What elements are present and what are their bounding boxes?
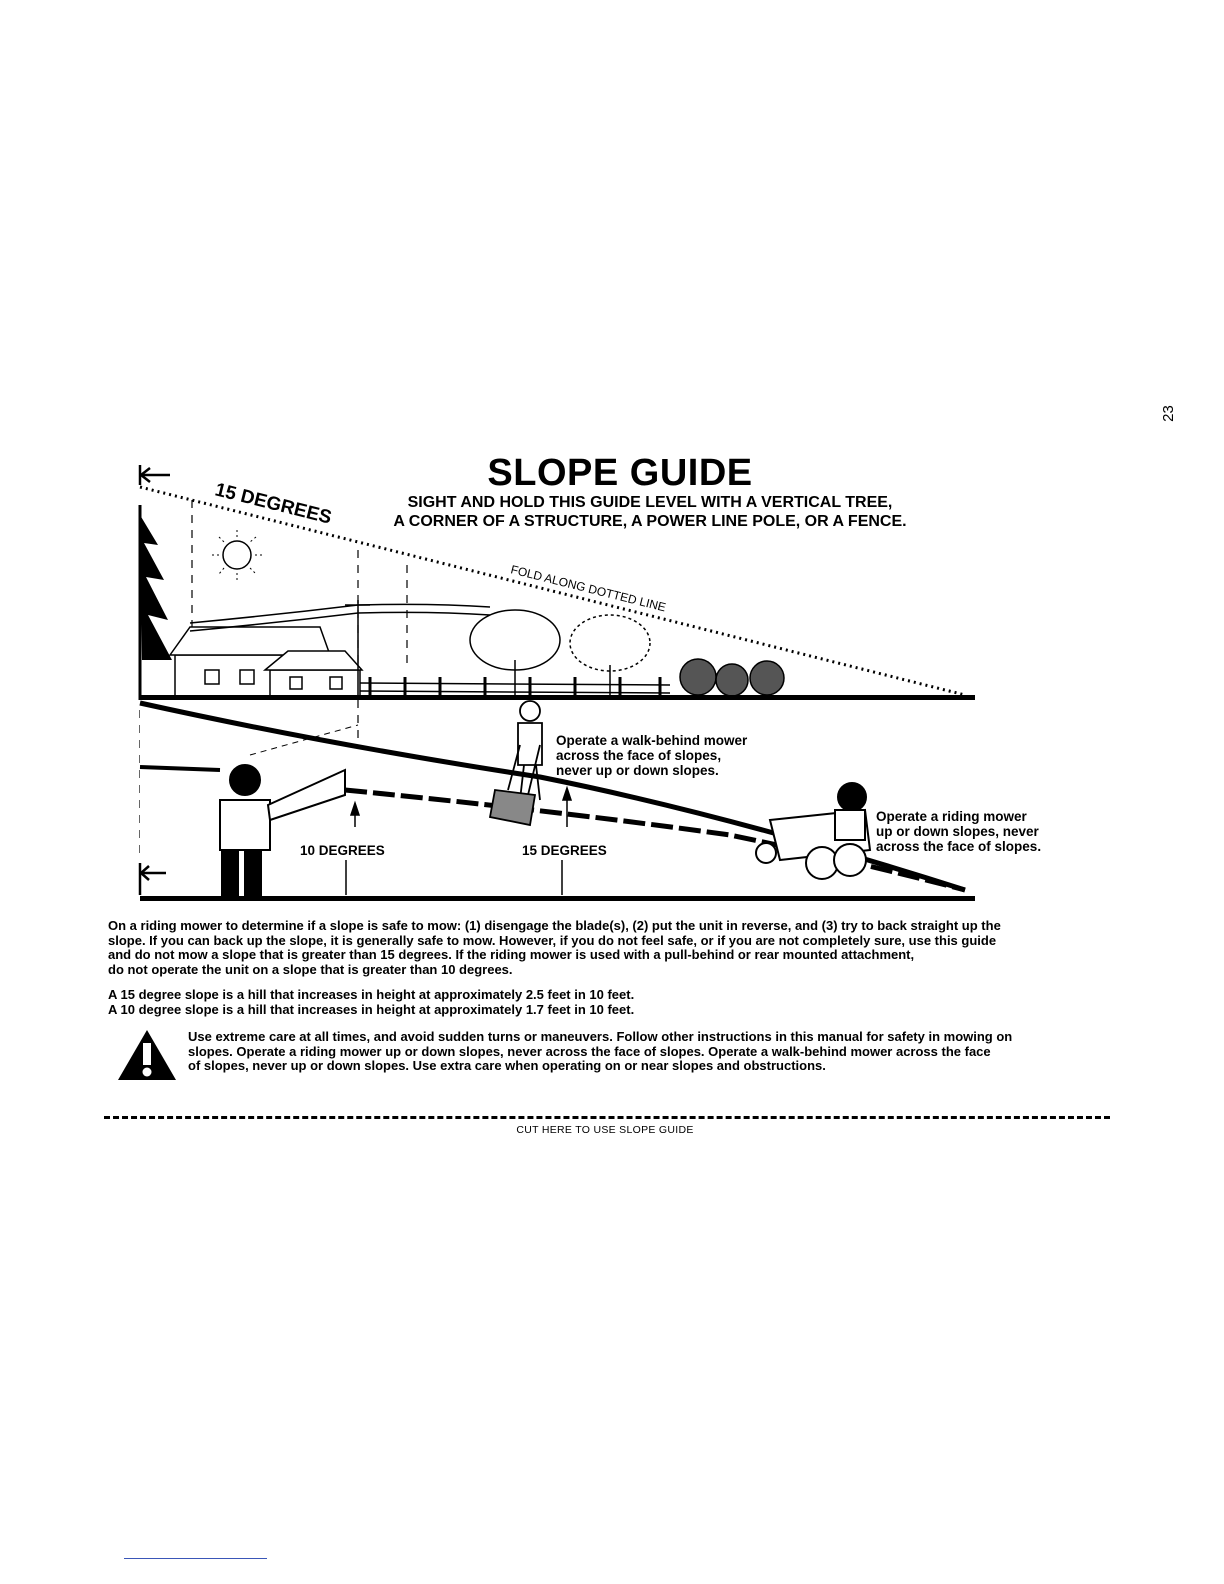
tree-icon <box>138 505 172 700</box>
degree-arrow-15 <box>561 785 573 895</box>
slope-illustration: 15 DEGREES FOLD ALONG DOTTED LINE <box>138 465 975 901</box>
paragraph-safety-check: On a riding mower to determine if a slop… <box>108 918 1118 977</box>
ground-top <box>140 695 975 700</box>
warning-icon <box>118 1030 176 1080</box>
text-line: Use extreme care at all times, and avoid… <box>188 1029 1013 1044</box>
warning-text: Use extreme care at all times, and avoid… <box>188 1029 1113 1074</box>
power-pole-icon <box>189 600 491 700</box>
text-line: A 10 degree slope is a hill that increas… <box>108 1001 635 1017</box>
walk-behind-note: Operate a walk-behind mower across the f… <box>556 733 786 778</box>
fold-dotted-line <box>139 485 966 697</box>
riding-mower-icon <box>755 782 872 880</box>
subtitle-line: SIGHT AND HOLD THIS GUIDE LEVEL WITH A V… <box>407 494 893 511</box>
trees-icon <box>469 609 785 697</box>
angle-label: 15 DEGREES <box>213 479 334 528</box>
text-line: and do not mow a slope that is greater t… <box>108 947 915 962</box>
text-line: of slopes, never up or down slopes. Use … <box>188 1058 826 1073</box>
paragraph-slope-definition: A 15 degree slope is a hill that increas… <box>108 987 1118 1017</box>
person-sighting-icon <box>219 724 359 899</box>
hill-15-degree-line <box>344 787 966 893</box>
label-15-degrees: 15 DEGREES <box>522 843 607 858</box>
text-line: On a riding mower to determine if a slop… <box>108 918 1001 933</box>
cut-label: CUT HERE TO USE SLOPE GUIDE <box>516 1124 694 1136</box>
subtitle-line: A CORNER OF A STRUCTURE, A POWER LINE PO… <box>393 513 907 530</box>
note-line: Operate a walk-behind mower <box>556 733 748 748</box>
riding-mower-note: Operate a riding mower up or down slopes… <box>876 809 1086 854</box>
footer-rule <box>124 1558 267 1559</box>
text-line: A 15 degree slope is a hill that increas… <box>108 987 635 1002</box>
note-line: Operate a riding mower <box>876 809 1027 824</box>
note-line: never up or down slopes. <box>556 763 719 778</box>
ground-bottom <box>140 896 975 901</box>
fold-label: FOLD ALONG DOTTED LINE <box>509 562 667 614</box>
house-icon <box>168 626 364 698</box>
page-number: 23 <box>1159 405 1177 422</box>
note-line: across the face of slopes, <box>556 748 722 763</box>
label-10-degrees: 10 DEGREES <box>300 843 385 858</box>
text-line: do not operate the unit on a slope that … <box>108 961 513 977</box>
degree-arrow-10 <box>345 800 361 895</box>
text-line: slope. If you can back up the slope, it … <box>108 932 997 948</box>
arrow-marker-icon <box>138 465 170 485</box>
arrow-marker-icon <box>138 863 166 895</box>
subtitle: SIGHT AND HOLD THIS GUIDE LEVEL WITH A V… <box>320 493 980 531</box>
walk-behind-mower-icon <box>488 700 543 827</box>
cut-dashed-line <box>104 1116 1110 1119</box>
note-line: up or down slopes, never <box>876 824 1039 839</box>
page-title: SLOPE GUIDE <box>487 452 753 494</box>
note-line: across the face of slopes. <box>876 839 1042 854</box>
sun-icon <box>212 530 263 581</box>
text-line: slopes. Operate a riding mower up or dow… <box>188 1043 991 1059</box>
left-ground <box>139 765 221 772</box>
